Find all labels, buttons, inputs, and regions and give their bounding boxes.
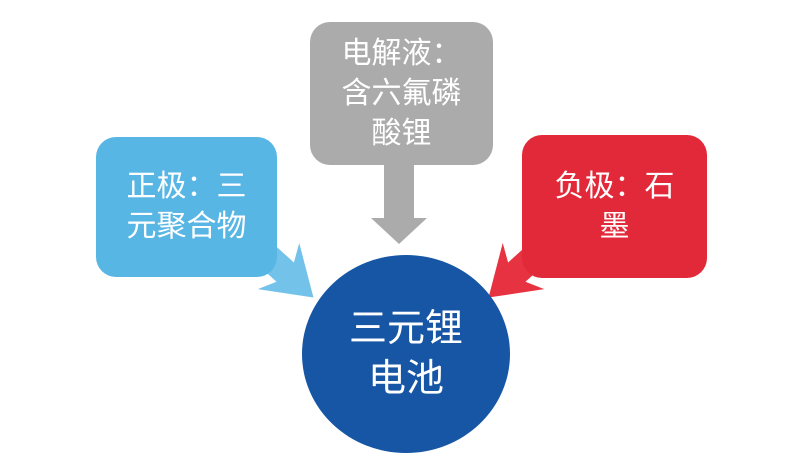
node-anode-line: 墨 [599,209,630,243]
node-cathode-line: 正极：三 [126,170,247,203]
node-battery-line: 三元锂 [348,308,463,350]
node-anode-line: 负极：石 [554,169,675,203]
node-battery-line: 电池 [367,358,444,400]
node-electrolyte-line: 电解液： [341,36,462,70]
arrow-electrolyte-to-battery-icon [371,163,427,244]
node-cathode-line: 元聚合物 [126,210,247,243]
node-cathode: 正极：三 元聚合物 [96,137,277,277]
node-anode: 负极：石 墨 [522,135,707,278]
node-electrolyte-line: 含六氟磷 [341,76,462,110]
node-electrolyte: 电解液： 含六氟磷 酸锂 [310,22,493,165]
node-battery: 三元锂 电池 [302,255,510,453]
node-electrolyte-line: 酸锂 [371,116,432,150]
